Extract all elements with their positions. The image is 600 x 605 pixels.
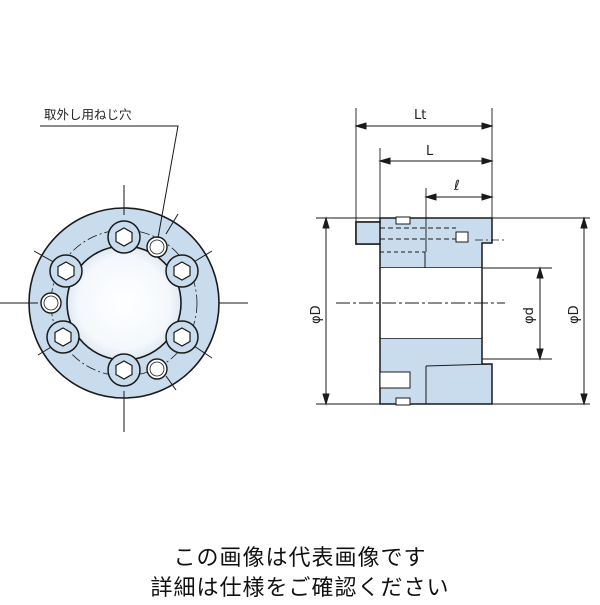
notice-line-2: 詳細は仕様をご確認ください: [150, 576, 450, 601]
side-notch-lower: [395, 397, 411, 406]
dimension-phid: [536, 266, 544, 361]
dimension-Lt: [354, 122, 494, 130]
callout-leader: [40, 125, 179, 239]
bolt-lower-right: [165, 320, 199, 354]
jack-hole-upper-right: [146, 236, 168, 258]
radial-line-jack-lr: [165, 375, 177, 391]
jack-hole-left: [40, 292, 62, 314]
side-bolt-head-upper: [355, 221, 381, 245]
dimension-phiD-left: [322, 216, 330, 406]
side-body-lower: [379, 337, 493, 405]
dimension-L: [378, 157, 494, 165]
dimension-phiD-right: [580, 216, 588, 406]
side-slot-lower: [379, 371, 411, 389]
bolt-bottom: [107, 353, 141, 387]
radial-line-jack-ur: [165, 213, 179, 235]
bolt-upper-left: [49, 254, 83, 288]
side-taper-lower: [425, 363, 493, 367]
dimension-l-label: ℓ: [453, 178, 460, 194]
front-view: 取外し用ねじ穴: [0, 107, 248, 432]
side-bolt-shank-upper: [380, 227, 469, 253]
dimension-phiD-right-label: φD: [567, 305, 582, 324]
side-slot-upper: [395, 216, 411, 225]
dimension-l: [424, 193, 494, 201]
bore: [66, 245, 182, 361]
dimension-phiD-left-label: φD: [309, 305, 324, 324]
jack-hole-lower-right: [146, 358, 168, 380]
dimension-Lt-label: Lt: [414, 108, 426, 123]
bolt-top: [107, 220, 141, 254]
notice-line-1: この画像は代表画像です: [173, 546, 427, 571]
bolt-lower-left: [46, 320, 80, 354]
bolt-upper-right: [165, 254, 199, 288]
callout-label: 取外し用ねじ穴: [44, 107, 132, 122]
side-view: Lt L ℓ φD φd: [309, 108, 590, 406]
dimension-phid-label: φd: [522, 307, 537, 324]
dimension-L-label: L: [426, 144, 434, 159]
